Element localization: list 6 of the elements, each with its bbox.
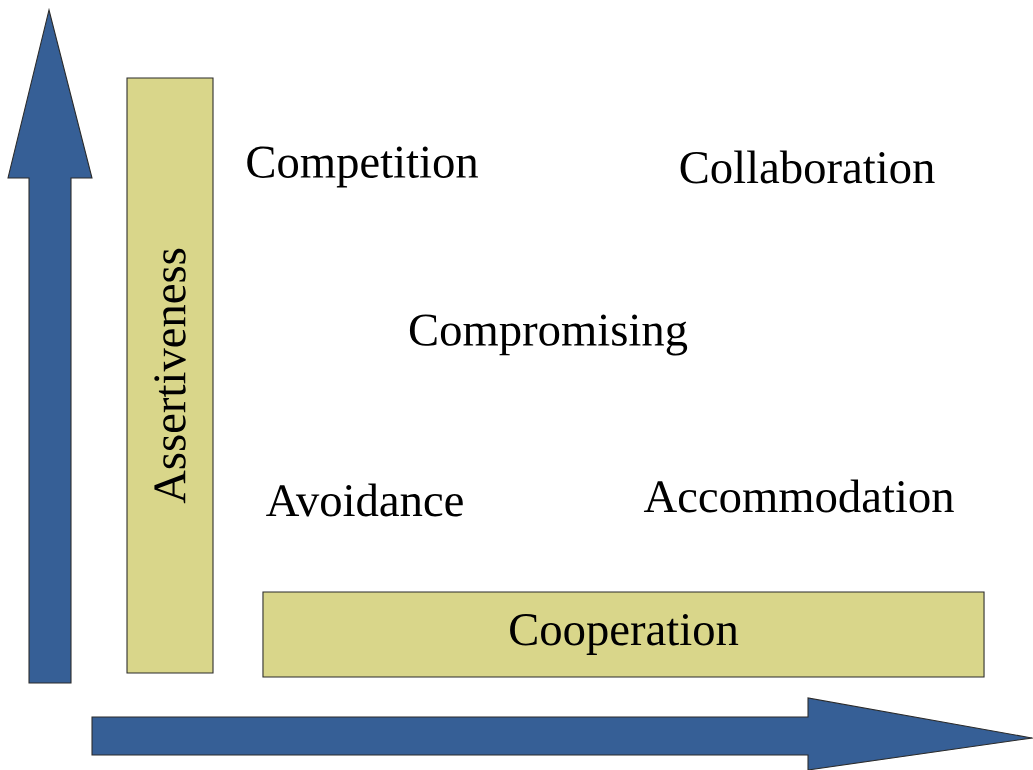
- style-label: Collaboration: [680, 150, 935, 184]
- style-label: Compromising: [409, 314, 688, 356]
- style-label: Avoidance: [266, 483, 463, 517]
- label-box: Assertiveness: [126, 77, 214, 674]
- style-label: Accommodation: [643, 479, 954, 513]
- label-box: Cooperation: [262, 591, 985, 678]
